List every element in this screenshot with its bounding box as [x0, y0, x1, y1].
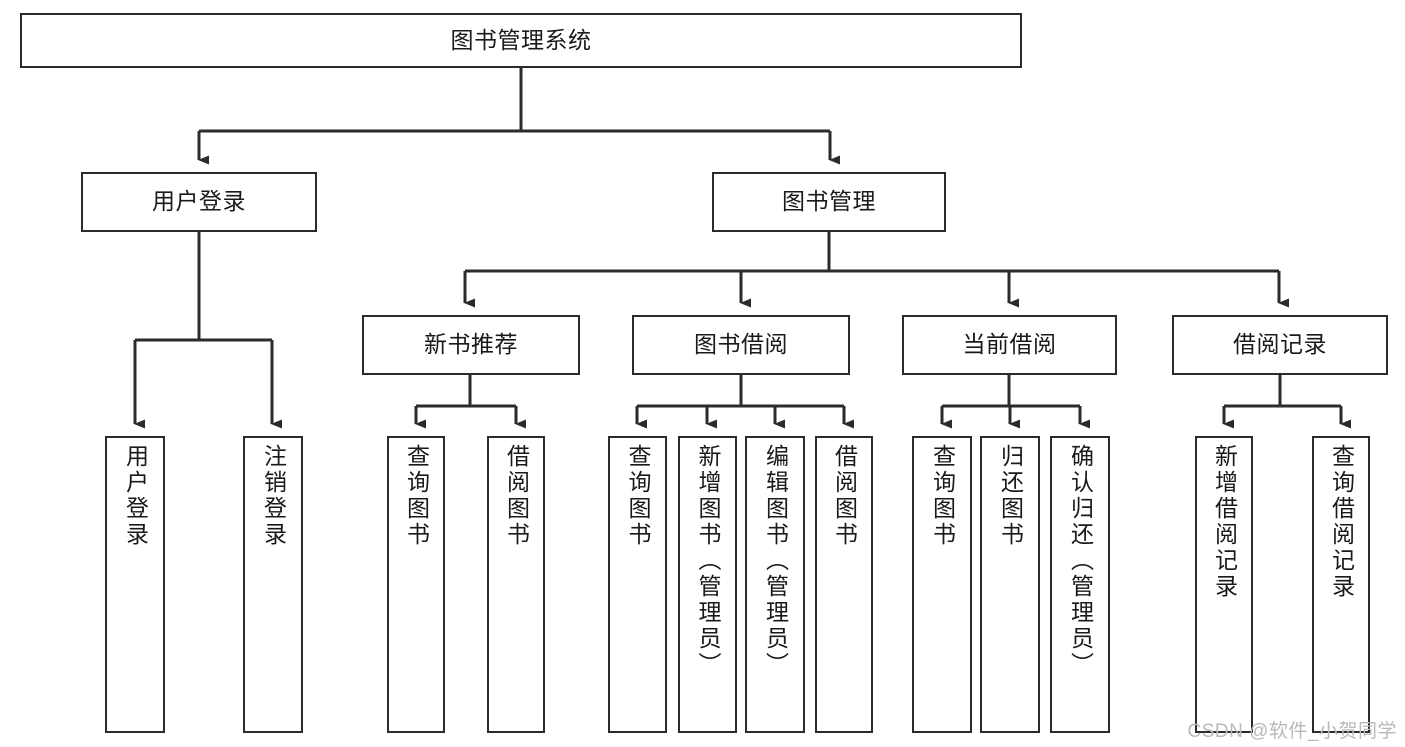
node-leaf-query-book-1-label: 查询图书 — [403, 444, 430, 548]
node-leaf-query-book-3[interactable]: 查询图书 — [912, 436, 972, 733]
node-leaf-edit-book-label: 编辑图书（管理员） — [762, 444, 789, 678]
node-leaf-borrow-book-2[interactable]: 借阅图书 — [815, 436, 873, 733]
node-leaf-add-record[interactable]: 新增借阅记录 — [1195, 436, 1253, 733]
node-leaf-user-login[interactable]: 用户登录 — [105, 436, 165, 733]
node-leaf-confirm-return-label: 确认归还（管理员） — [1067, 444, 1094, 678]
node-leaf-query-book-1[interactable]: 查询图书 — [387, 436, 445, 733]
node-user-login[interactable]: 用户登录 — [81, 172, 317, 232]
node-root-label: 图书管理系统 — [450, 26, 592, 53]
node-leaf-borrow-book-1[interactable]: 借阅图书 — [487, 436, 545, 733]
node-leaf-query-record[interactable]: 查询借阅记录 — [1312, 436, 1370, 733]
node-leaf-user-logout-label: 注销登录 — [260, 444, 287, 548]
node-book-manage-label: 图书管理 — [782, 188, 876, 215]
node-root[interactable]: 图书管理系统 — [20, 13, 1022, 68]
node-book-borrow-label: 图书借阅 — [694, 331, 788, 358]
node-leaf-query-record-label: 查询借阅记录 — [1328, 444, 1355, 600]
node-leaf-query-book-3-label: 查询图书 — [929, 444, 956, 548]
node-leaf-return-book-label: 归还图书 — [997, 444, 1024, 548]
node-user-login-label: 用户登录 — [152, 188, 246, 215]
node-leaf-add-record-label: 新增借阅记录 — [1211, 444, 1238, 600]
node-leaf-return-book[interactable]: 归还图书 — [980, 436, 1040, 733]
node-new-book-recommend[interactable]: 新书推荐 — [362, 315, 580, 375]
node-borrow-record-label: 借阅记录 — [1233, 331, 1327, 358]
node-book-borrow[interactable]: 图书借阅 — [632, 315, 850, 375]
node-leaf-user-logout[interactable]: 注销登录 — [243, 436, 303, 733]
node-leaf-borrow-book-2-label: 借阅图书 — [831, 444, 858, 548]
node-leaf-edit-book[interactable]: 编辑图书（管理员） — [745, 436, 805, 733]
node-leaf-add-book-label: 新增图书（管理员） — [695, 444, 721, 678]
node-new-book-recommend-label: 新书推荐 — [424, 331, 518, 358]
node-leaf-borrow-book-1-label: 借阅图书 — [503, 444, 530, 548]
node-book-manage[interactable]: 图书管理 — [712, 172, 946, 232]
node-leaf-query-book-2-label: 查询图书 — [625, 444, 651, 548]
node-leaf-confirm-return[interactable]: 确认归还（管理员） — [1050, 436, 1110, 733]
node-current-borrow[interactable]: 当前借阅 — [902, 315, 1117, 375]
node-borrow-record[interactable]: 借阅记录 — [1172, 315, 1388, 375]
node-current-borrow-label: 当前借阅 — [962, 331, 1057, 358]
node-leaf-user-login-label: 用户登录 — [122, 444, 149, 548]
node-leaf-add-book[interactable]: 新增图书（管理员） — [678, 436, 737, 733]
watermark: CSDN @软件_小贺同学 — [1187, 721, 1397, 742]
node-leaf-query-book-2[interactable]: 查询图书 — [608, 436, 667, 733]
